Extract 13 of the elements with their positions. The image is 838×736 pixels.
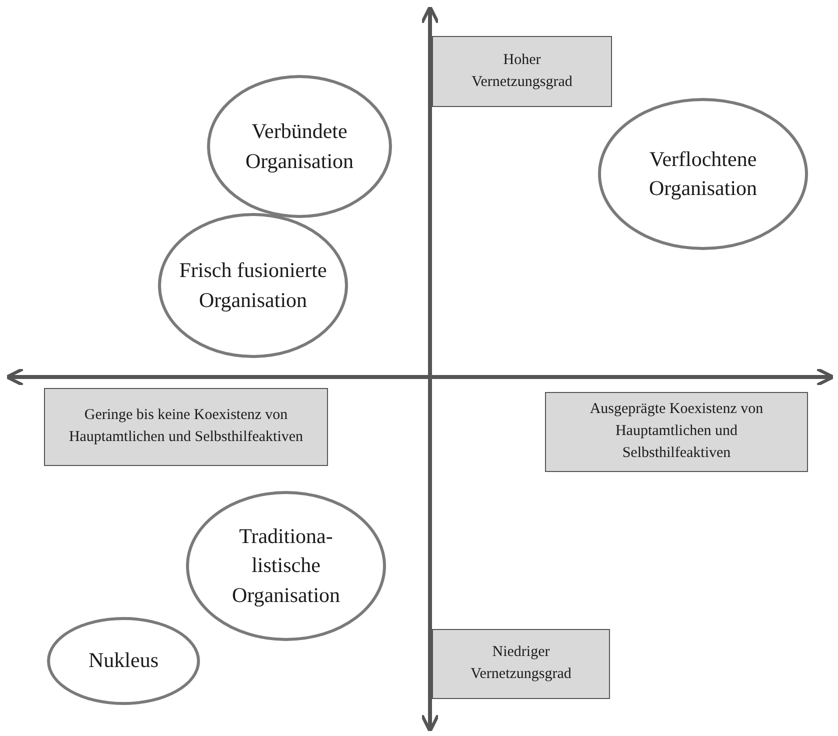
axis-label-box: [545, 392, 808, 472]
axis-label-box: [432, 36, 612, 107]
node-label: Frisch fusionierte Organisation: [178, 257, 328, 314]
axis-label: Hoher Vernetzungsgrad: [470, 50, 574, 92]
node-label: Nukleus: [88, 647, 160, 674]
node-label: Verbündete Organisation: [244, 118, 355, 174]
axis-label-box: [44, 388, 328, 466]
node-label: Traditiona- listische Organisation: [230, 522, 342, 609]
node-label: Verflochtene Organisation: [648, 146, 758, 202]
axis-label: Ausgeprägte Koexistenz von Hauptamtlichen und Selbsthilfeaktiven: [588, 400, 764, 463]
axis-label-box: [432, 629, 610, 699]
axis-label: Niedriger Vernetzungsgrad: [470, 643, 572, 684]
axis-label: Geringe bis keine Koexistenz von Hauptamtlichen und Selbsthilfeaktiven: [68, 406, 304, 447]
